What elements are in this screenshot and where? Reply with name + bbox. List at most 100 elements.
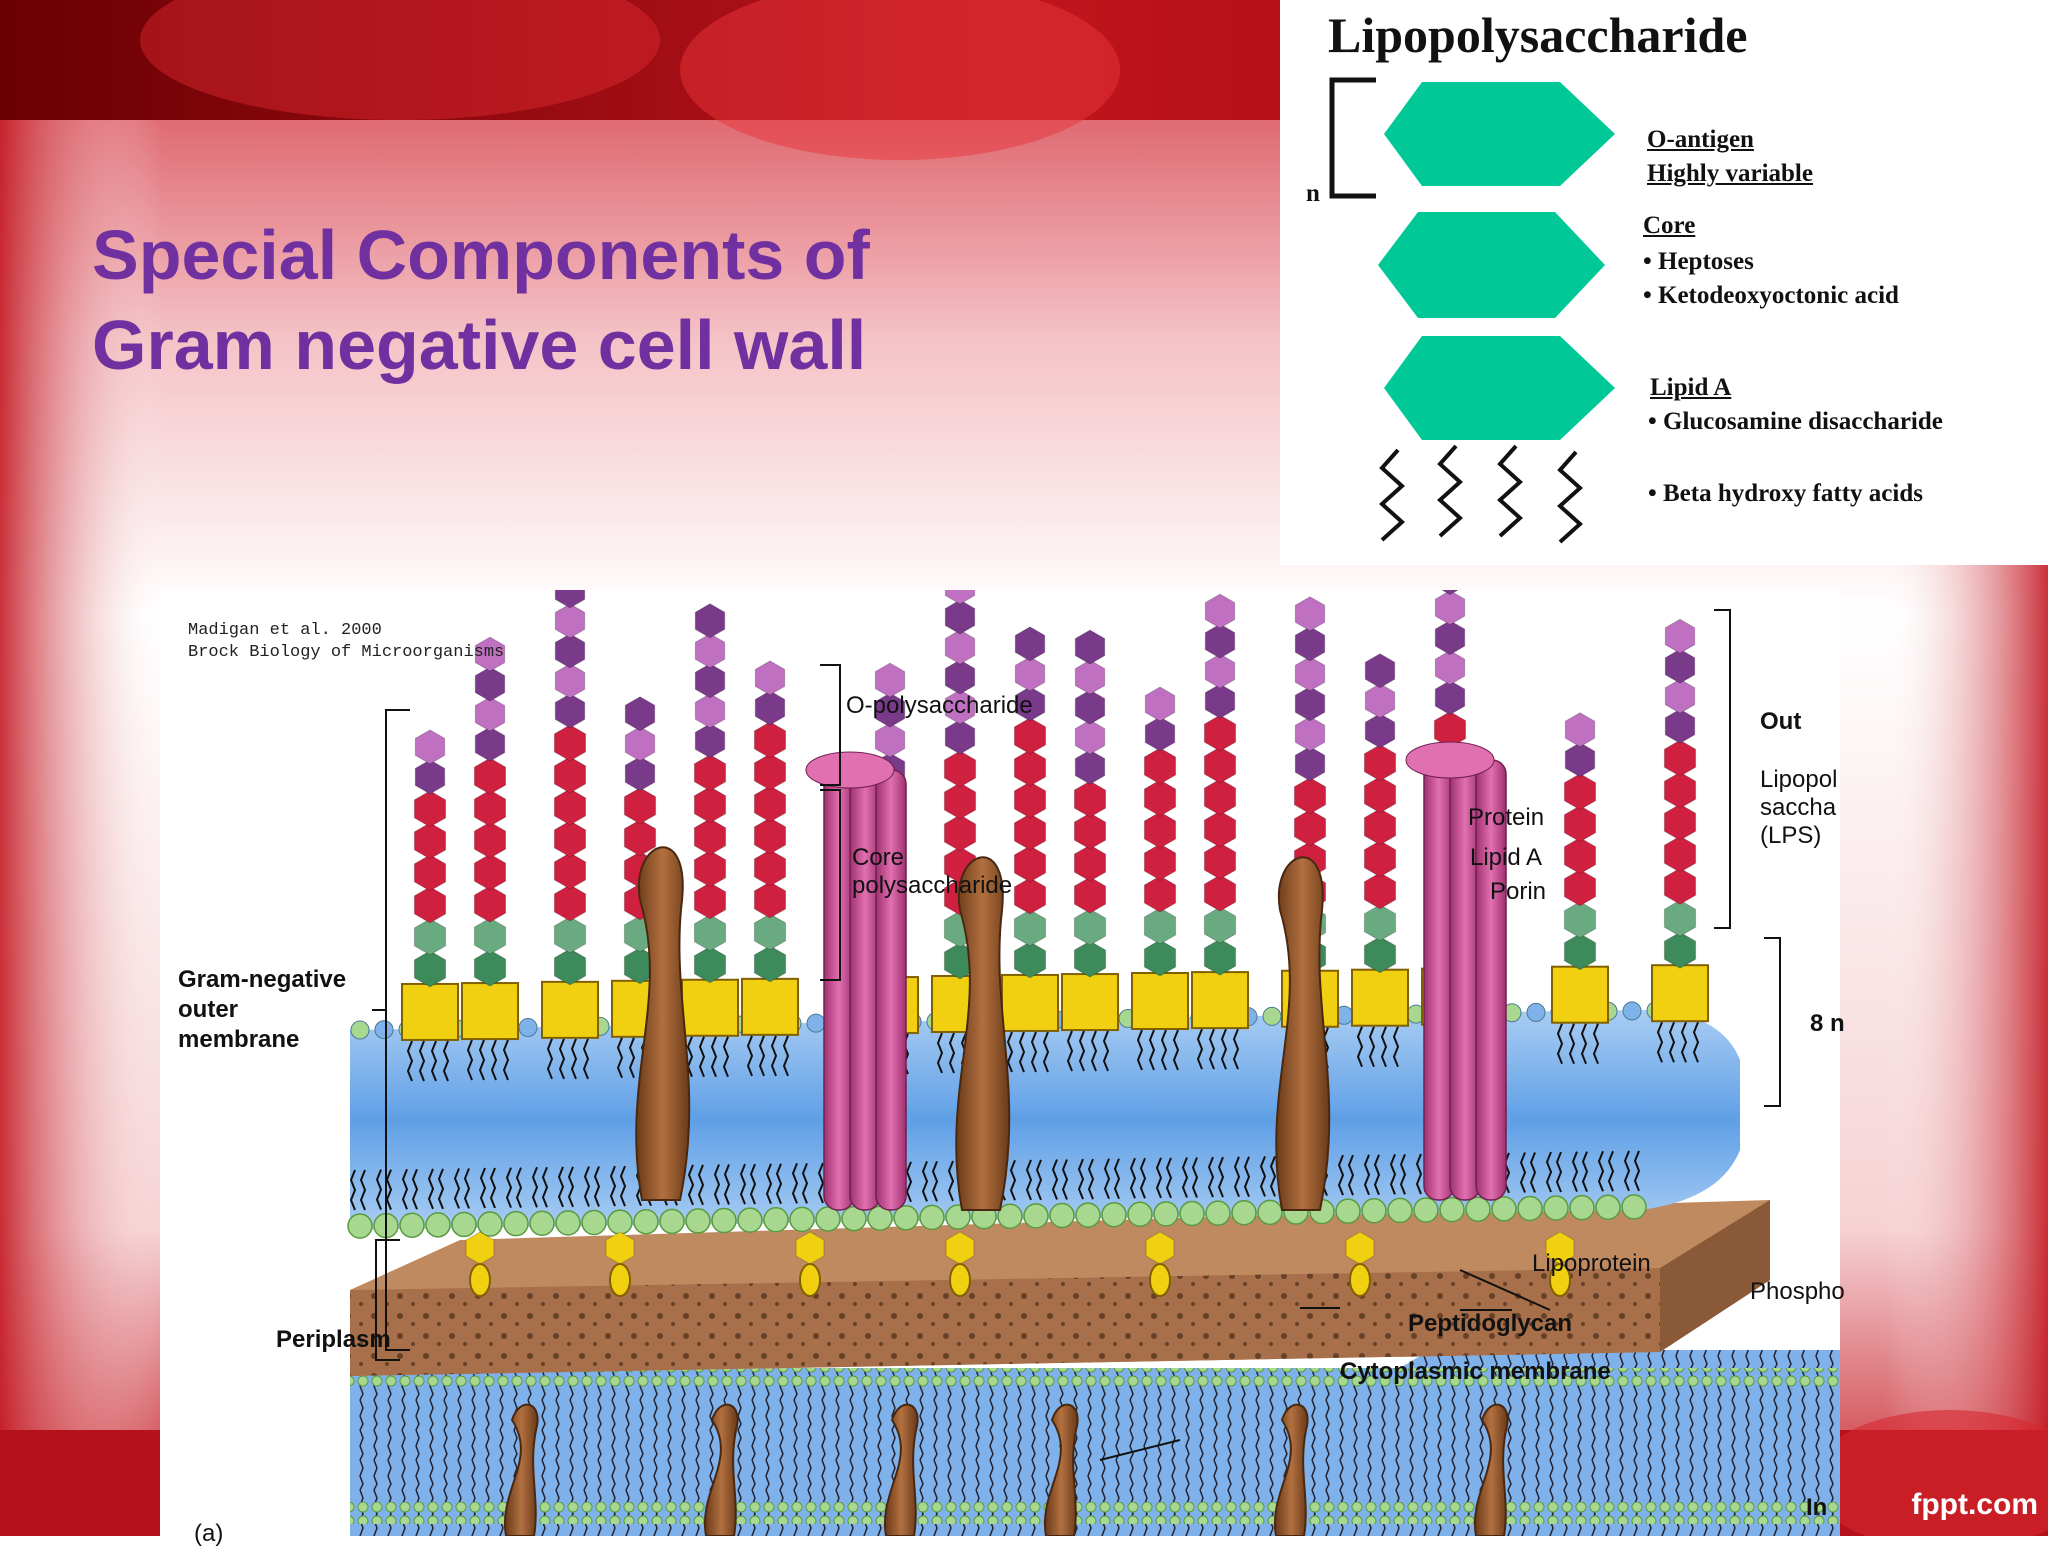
sugar-hexagon bbox=[413, 886, 447, 924]
membrane-protein bbox=[1275, 856, 1331, 1211]
fatty-acid-tail bbox=[1139, 1157, 1147, 1199]
fatty-acid-tail bbox=[1191, 1157, 1199, 1198]
phospholipid-head bbox=[1153, 1201, 1179, 1227]
sugar-hexagon bbox=[1563, 805, 1597, 843]
sugar-hexagon bbox=[553, 724, 587, 762]
outer-leaflet-bead bbox=[1262, 1006, 1282, 1026]
lipid-a-tail bbox=[1692, 1021, 1700, 1063]
sugar-hexagon bbox=[693, 914, 727, 952]
sugar-hexagon bbox=[473, 789, 507, 827]
sugar-hexagon bbox=[1073, 812, 1107, 850]
fatty-acid-tail bbox=[567, 1166, 575, 1208]
sugar-hexagon bbox=[1204, 653, 1236, 689]
lipid-a-block bbox=[541, 980, 599, 1039]
sugar-hexagon bbox=[1014, 656, 1046, 692]
lipid-a-block bbox=[401, 982, 459, 1041]
lipid-a-tail bbox=[1018, 1031, 1026, 1073]
sugar-hexagon bbox=[1203, 938, 1237, 976]
outer-membrane-label: Gram-negative bbox=[178, 966, 347, 993]
fatty-acid-tail bbox=[515, 1167, 523, 1209]
sugar-hexagon bbox=[1363, 776, 1397, 814]
fatty-acid-tail bbox=[619, 1165, 627, 1207]
sugar-hexagon bbox=[413, 790, 447, 828]
lipid-a-tail bbox=[1580, 1023, 1588, 1065]
phospholipid-head bbox=[919, 1204, 945, 1231]
lipid-a-tail bbox=[502, 1039, 510, 1081]
sugar-hexagon bbox=[694, 603, 726, 639]
lipid-a-tail bbox=[1568, 1023, 1576, 1065]
phospholipid-head bbox=[503, 1210, 529, 1237]
phospholipid-head bbox=[1543, 1195, 1569, 1221]
cytoplasmic-membrane-layer bbox=[350, 1350, 1840, 1536]
sugar-hexagon bbox=[874, 692, 906, 728]
lipid-a-tail bbox=[1196, 1028, 1204, 1070]
sugar-hexagon bbox=[553, 788, 587, 826]
lipid-a-block bbox=[1351, 968, 1409, 1027]
porin-trimer bbox=[875, 769, 907, 1211]
lps-chains bbox=[401, 590, 1709, 1082]
lipoprotein bbox=[1349, 1263, 1371, 1297]
sugar-hexagon bbox=[1364, 713, 1396, 749]
sugar-hexagon bbox=[553, 756, 587, 794]
lipid-a-tail bbox=[1030, 1031, 1038, 1073]
fatty-acid-tail bbox=[437, 1168, 445, 1210]
membrane-protein bbox=[635, 846, 691, 1201]
fatty-acid-tail bbox=[1529, 1152, 1537, 1193]
phospholipid-head bbox=[1101, 1201, 1127, 1228]
fatty-acid-tail bbox=[1581, 1151, 1589, 1193]
phospholipid-head bbox=[1231, 1199, 1257, 1226]
phospholipid-head bbox=[685, 1208, 711, 1234]
sugar-hexagon bbox=[1664, 708, 1696, 744]
sugar-hexagon bbox=[553, 916, 587, 954]
sugar-hexagon bbox=[754, 660, 786, 696]
sugar-hexagon bbox=[1013, 845, 1047, 883]
phospholipid-head bbox=[399, 1212, 425, 1238]
fatty-acid-tail bbox=[375, 1169, 383, 1210]
phospholipid-head bbox=[1179, 1200, 1205, 1227]
outer-leaflet-bead bbox=[350, 1020, 370, 1040]
sugar-hexagon bbox=[414, 759, 446, 795]
lipid-a-tail bbox=[1656, 1021, 1664, 1063]
sugar-hexagon bbox=[753, 817, 787, 855]
fatty-acid-tail bbox=[1051, 1159, 1059, 1200]
fatty-acid-tail bbox=[1519, 1152, 1527, 1193]
fatty-acid-tail bbox=[791, 1162, 799, 1204]
peptidoglycan-layer bbox=[350, 1200, 1770, 1376]
phospholipid-head bbox=[1387, 1197, 1413, 1224]
footer-logo: fppt.com bbox=[1911, 1488, 2038, 1521]
lipid-a-tail bbox=[1090, 1030, 1098, 1072]
sugar-hexagon bbox=[1204, 593, 1236, 629]
sugar-hexagon bbox=[1203, 810, 1237, 848]
lipid-a-tail bbox=[782, 1035, 790, 1077]
sugar-hexagon bbox=[1073, 940, 1107, 978]
fatty-acid-tail bbox=[1555, 1151, 1563, 1193]
lipid-a-block bbox=[741, 977, 799, 1036]
thickness-label: 8 n bbox=[1810, 1010, 1845, 1037]
fatty-acid-tail bbox=[1399, 1154, 1407, 1195]
sugar-hexagon bbox=[1013, 877, 1047, 915]
phospholipid-head bbox=[789, 1206, 815, 1233]
phospholipid-head bbox=[815, 1206, 841, 1232]
outer-leaflet-bead bbox=[806, 1013, 826, 1033]
fatty-acid-tail bbox=[427, 1168, 435, 1210]
sugar-hexagon bbox=[1203, 906, 1237, 944]
sugar-hexagon bbox=[1204, 623, 1236, 659]
fatty-acid-tail bbox=[697, 1164, 705, 1206]
phospholipid-head bbox=[1569, 1194, 1595, 1221]
fatty-acid-chains bbox=[1379, 444, 1583, 544]
lps-label: saccha bbox=[1760, 794, 1837, 821]
panel-letter: (a) bbox=[194, 1520, 224, 1547]
fatty-acid-tail bbox=[801, 1162, 809, 1204]
fatty-acid-tail bbox=[1129, 1157, 1137, 1199]
sugar-hexagon bbox=[624, 726, 656, 762]
sugar-hexagon bbox=[693, 850, 727, 888]
sugar-hexagon bbox=[473, 821, 507, 859]
lipid-a-tail bbox=[490, 1039, 498, 1081]
sugar-hexagon bbox=[1563, 933, 1597, 971]
sugar-hexagon bbox=[554, 693, 586, 729]
sugar-hexagon bbox=[1663, 803, 1697, 841]
fatty-acid-tail bbox=[921, 1161, 929, 1202]
sugar-hexagon bbox=[1144, 716, 1176, 752]
lipid-a-block bbox=[1131, 972, 1189, 1030]
lipoprotein bbox=[469, 1263, 491, 1297]
